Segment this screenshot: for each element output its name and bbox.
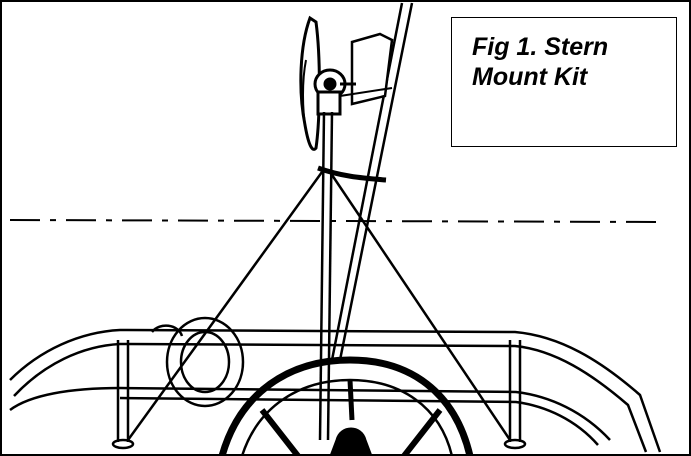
stern-rail (9, 328, 662, 453)
caption-box: Fig 1. Stern Mount Kit (451, 17, 677, 147)
generator-hub (313, 68, 356, 116)
ship-wheel (218, 356, 474, 456)
mast-pole (318, 111, 334, 441)
life-ring (151, 316, 245, 408)
horizon-line (9, 219, 661, 223)
figure-caption: Fig 1. Stern Mount Kit (472, 33, 609, 91)
rotor-blades (299, 15, 321, 151)
guy-wires (126, 171, 512, 441)
backstay-clamp (317, 165, 387, 183)
